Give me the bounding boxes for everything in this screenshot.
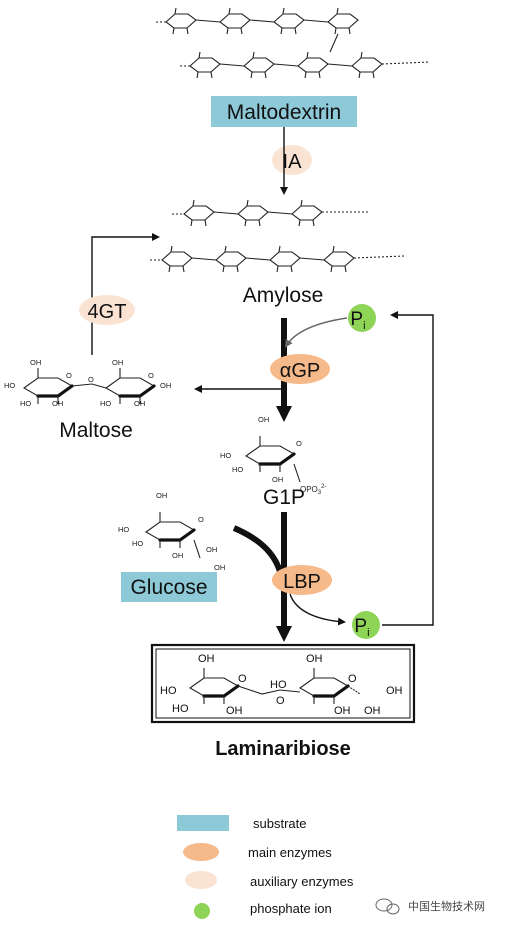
legend-swatch-phosphate-ion: [194, 903, 210, 919]
lam-atom-o-link: O: [276, 695, 285, 707]
lam-atom-oh-4: OH: [334, 705, 351, 717]
lam-atom-oh-6: OH: [364, 705, 381, 717]
phosphate-in-sub: i: [363, 320, 365, 332]
maltose-atom-ho-1: HO: [4, 381, 15, 390]
amylose-chain-upper: [172, 199, 370, 227]
amylose-label: Amylose: [243, 284, 324, 307]
glucose-atom-o-ring: O: [198, 515, 204, 524]
ia-enzyme: IA: [272, 145, 312, 175]
amylose-structure: [150, 199, 405, 273]
lam-atom-ho-2: HO: [172, 703, 189, 715]
lam-atom-oh-3: OH: [306, 653, 323, 665]
svg-text:Pi: Pi: [354, 616, 369, 639]
g1p-atom-oh-1: OH: [258, 415, 269, 424]
legend-label-phosphate-ion: phosphate ion: [250, 901, 332, 916]
maltose-atom-oh-2: OH: [52, 399, 63, 408]
maltose-structure: OH HO HO OH O O OH HO OH O OH: [4, 358, 171, 408]
phosphate-in-label: P: [350, 309, 363, 330]
phosphate-out-sub: i: [367, 627, 369, 639]
g1p-atom-o-ring: O: [296, 439, 302, 448]
laminaribiose-label: Laminaribiose: [215, 738, 351, 760]
maltodextrin-structure: [156, 7, 431, 79]
agp-label: αGP: [280, 360, 320, 382]
maltodextrin-node: Maltodextrin: [211, 96, 357, 127]
maltose-atom-ho-2: HO: [20, 399, 31, 408]
lam-atom-oh-1: OH: [198, 653, 215, 665]
g1p-atom-oh-2: OH: [272, 475, 283, 484]
fourgt-enzyme: 4GT: [79, 295, 135, 325]
phosphate-in: Pi: [348, 304, 376, 332]
fourgt-label: 4GT: [88, 301, 127, 323]
g1p-phosphate-sup: 2-: [321, 484, 326, 490]
lam-atom-oh-2: OH: [226, 705, 243, 717]
maltodextrin-chain-lower: [180, 51, 431, 79]
lam-atom-oh-5: OH: [386, 685, 403, 697]
maltodextrin-label: Maltodextrin: [227, 101, 341, 124]
legend-swatch-substrate: [177, 815, 229, 831]
glucose-atom-ho-2: HO: [132, 539, 143, 548]
g1p-atom-ho-1: HO: [220, 451, 231, 460]
legend-swatch-main-enzymes: [183, 843, 219, 861]
maltodextrin-chain-upper: [156, 7, 359, 53]
maltose-atom-oh-3: OH: [112, 358, 123, 367]
glucose-label: Glucose: [130, 576, 207, 599]
g1p-structure: OH HO HO OH O OPO32-: [220, 415, 326, 496]
g1p-phosphate-prefix: OPO: [300, 485, 318, 494]
lam-atom-o-ring-2: O: [348, 673, 357, 685]
glucose-structure: OH HO HO OH O OH OH: [118, 491, 225, 572]
phosphate-out: Pi: [352, 611, 380, 639]
maltose-atom-o-link: O: [88, 375, 94, 384]
lbp-label: LBP: [283, 571, 321, 593]
svg-text:Pi: Pi: [350, 309, 365, 332]
amylose-chain-lower: [150, 245, 405, 273]
lbp-enzyme: LBP: [272, 565, 332, 595]
maltose-atom-oh-5: OH: [160, 381, 171, 390]
g1p-atom-ho-2: HO: [232, 465, 243, 474]
arrow-phosphate-into-agp: [284, 317, 348, 348]
glucose-atom-oh-2: OH: [172, 551, 183, 560]
g1p-phosphate-sub: 3: [318, 490, 322, 496]
lam-atom-o-ring-1: O: [238, 673, 247, 685]
glucose-atom-oh-3: OH: [206, 545, 217, 554]
arrow-lbp-to-phosphate: [289, 593, 346, 626]
legend-label-substrate: substrate: [253, 816, 306, 831]
glucose-atom-ho-1: HO: [118, 525, 129, 534]
glucose-node: Glucose: [121, 572, 217, 602]
glucose-atom-oh-1: OH: [156, 491, 167, 500]
legend-label-auxiliary-enzymes: auxiliary enzymes: [250, 874, 354, 889]
g1p-label: G1P: [263, 486, 305, 509]
ia-label: IA: [283, 151, 303, 173]
maltose-atom-o-ring-2: O: [148, 371, 154, 380]
lam-atom-ho-1: HO: [160, 685, 177, 697]
svg-text:OPO32-: OPO32-: [300, 484, 326, 496]
maltose-atom-o-ring-1: O: [66, 371, 72, 380]
agp-enzyme: αGP: [270, 354, 330, 384]
maltose-atom-oh-4: OH: [134, 399, 145, 408]
wechat-icon: [375, 898, 400, 915]
laminaribiose-box: OH HO HO OH O O OH HO OH O OH OH: [150, 643, 416, 724]
maltose-atom-ho-3: HO: [100, 399, 111, 408]
maltose-atom-oh-1: OH: [30, 358, 41, 367]
watermark-text: 中国生物技术网: [408, 899, 485, 913]
arrow-glucose-into-lbp: [232, 525, 285, 581]
laminaribiose-structure: OH HO HO OH O O OH HO OH O OH OH: [160, 653, 403, 717]
arrow-phosphate-recycle: [382, 311, 434, 626]
legend: substrate main enzymes auxiliary enzymes…: [177, 815, 354, 919]
legend-label-main-enzymes: main enzymes: [248, 845, 332, 860]
phosphate-out-label: P: [354, 616, 367, 637]
glucose-atom-oh-4: OH: [214, 563, 225, 572]
watermark: 中国生物技术网: [375, 898, 485, 915]
maltose-label: Maltose: [59, 419, 133, 442]
legend-swatch-auxiliary-enzymes: [185, 871, 217, 889]
lam-atom-ho-3: HO: [270, 679, 287, 691]
